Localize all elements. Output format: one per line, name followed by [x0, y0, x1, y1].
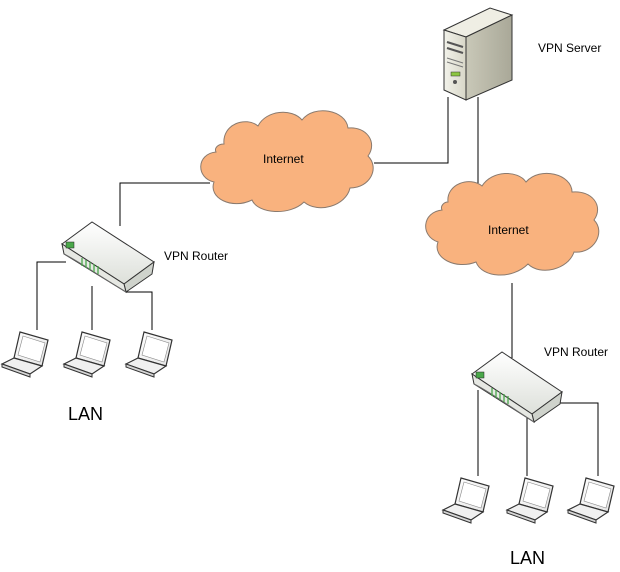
- internet-left-label: Internet: [263, 152, 304, 166]
- cloud-icon: [200, 110, 374, 213]
- laptop-icon: [441, 477, 490, 524]
- lan-left-label: LAN: [68, 404, 103, 424]
- laptop-icon: [0, 331, 49, 378]
- router-icon: [61, 221, 155, 294]
- laptop-icon: [566, 477, 615, 524]
- link-internet-left-to-router-left: [119, 182, 210, 226]
- connection-lines: [36, 97, 599, 476]
- link-router-right-lan-right: [560, 402, 599, 476]
- vpn-server-label: VPN Server: [538, 41, 601, 55]
- cloud-icon: [425, 172, 600, 276]
- link-router-left-lan-right: [126, 291, 153, 330]
- vpn-router-left-label: VPN Router: [164, 249, 228, 263]
- vpn-router-right-label: VPN Router: [544, 345, 608, 359]
- laptop-icon: [62, 331, 111, 378]
- link-router-left-lan: [36, 261, 66, 330]
- router-icon: [471, 351, 563, 424]
- link-server-to-internet-left: [374, 97, 449, 164]
- internet-right-label: Internet: [488, 223, 529, 237]
- laptop-icon: [124, 331, 173, 378]
- lan-right-label: LAN: [510, 548, 545, 568]
- laptop-icon: [505, 477, 554, 524]
- server-icon: [442, 7, 514, 101]
